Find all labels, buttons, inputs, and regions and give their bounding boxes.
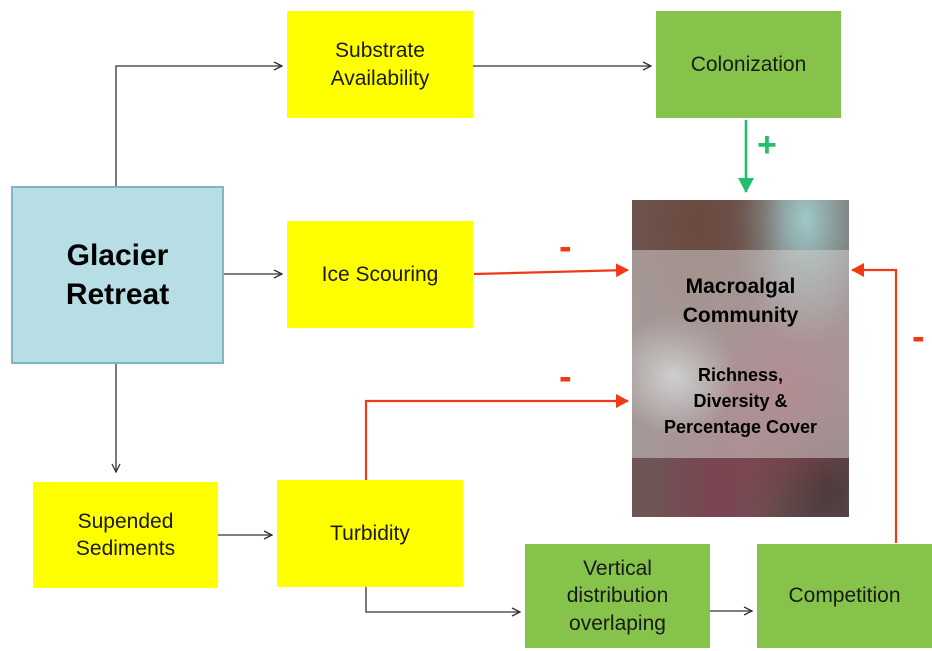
node-vertical-distribution-label: Vertical distribution overlaping bbox=[566, 557, 669, 635]
negative-sign-competition: - bbox=[912, 316, 925, 358]
macroalgal-community-title: Macroalgal Community bbox=[682, 275, 799, 328]
node-ice-scouring-label: Ice Scouring bbox=[321, 262, 439, 286]
macroalgal-community-metrics: Richness, Diversity & Percentage Cover bbox=[663, 365, 818, 438]
node-colonization-label: Colonization bbox=[690, 52, 807, 76]
node-competition-label: Competition bbox=[788, 584, 901, 608]
arrow-ice-scouring-to-community bbox=[473, 263, 629, 278]
positive-sign-colonization: + bbox=[757, 126, 777, 164]
node-colonization: Colonization bbox=[656, 11, 841, 118]
node-suspended-sediments: Supended Sediments bbox=[33, 482, 218, 588]
arrow-turbidity-to-vertical-distribution bbox=[365, 587, 520, 612]
node-turbidity: Turbidity bbox=[277, 480, 463, 587]
macroalgal-community-photo: Macroalgal Community Richness, Diversity… bbox=[632, 200, 849, 517]
photo-overlay bbox=[632, 250, 849, 458]
node-turbidity-label: Turbidity bbox=[330, 521, 410, 545]
node-competition: Competition bbox=[757, 544, 932, 648]
arrow-turbidity-to-community bbox=[364, 394, 629, 480]
node-glacier-retreat-label: Glacier Retreat bbox=[65, 239, 170, 311]
arrow-competition-to-community bbox=[851, 263, 898, 543]
node-vertical-distribution: Vertical distribution overlaping bbox=[525, 544, 710, 648]
arrow-glacier-to-substrate bbox=[115, 66, 282, 186]
negative-sign-ice-scouring: - bbox=[559, 226, 572, 268]
node-substrate-availability: Substrate Availability bbox=[287, 11, 473, 118]
node-ice-scouring: Ice Scouring bbox=[287, 221, 473, 328]
negative-sign-turbidity: - bbox=[559, 356, 572, 398]
node-suspended-sediments-label: Supended Sediments bbox=[75, 509, 176, 560]
node-glacier-retreat: Glacier Retreat bbox=[11, 186, 224, 364]
node-substrate-availability-label: Substrate Availability bbox=[330, 39, 430, 90]
